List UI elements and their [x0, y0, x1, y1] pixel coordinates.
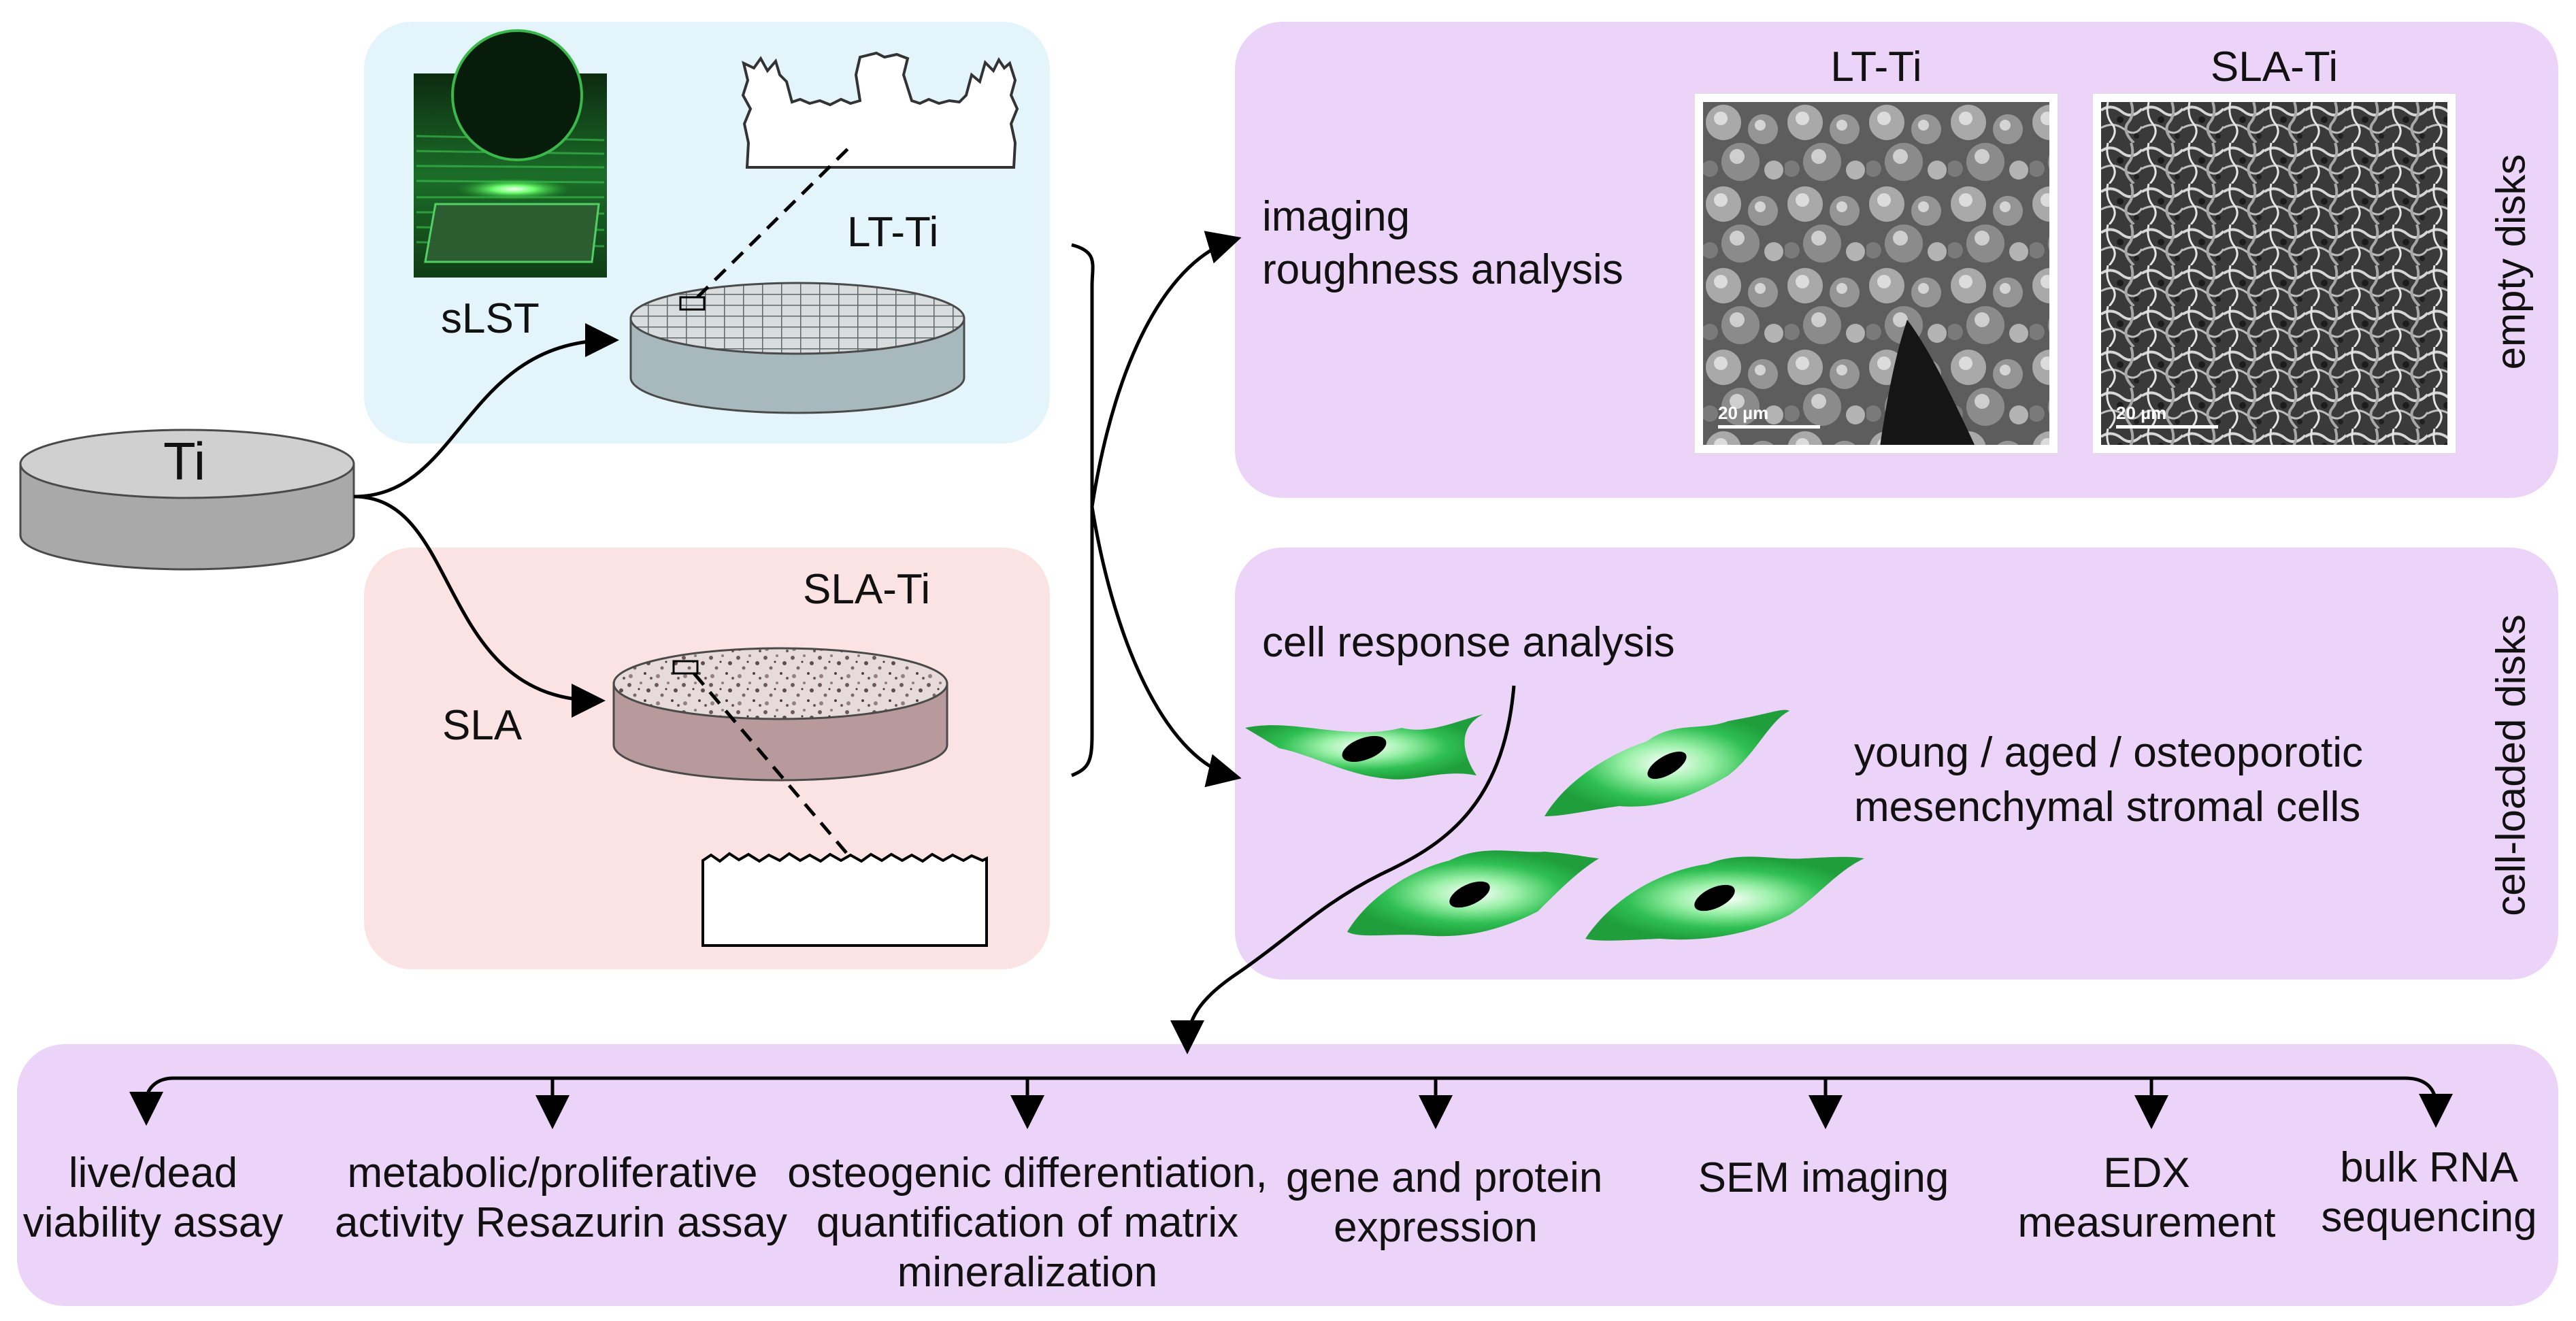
- laser-surface-profile: [741, 51, 1019, 169]
- slst-label: sLST: [441, 295, 540, 342]
- lt-ti-disk: [629, 282, 965, 414]
- imaging-text: imaging: [1262, 193, 1410, 240]
- cell-type-line1: young / aged / osteoporotic: [1854, 729, 2363, 776]
- mesenchymal-cell-2: [1545, 709, 1789, 816]
- ti-label: Ti: [163, 431, 206, 491]
- sla-surface-profile: [701, 852, 988, 947]
- sla-label: SLA: [442, 702, 523, 749]
- mesenchymal-cell-4: [1585, 856, 1864, 941]
- mesenchymal-cell-1: [1245, 714, 1483, 780]
- cell-type-line2: mesenchymal stromal cells: [1854, 784, 2361, 831]
- empty-disks-label: empty disks: [2488, 154, 2534, 370]
- cell-loaded-disks-label: cell-loaded disks: [2488, 614, 2534, 916]
- sla-ti-disk: [612, 647, 948, 782]
- ti-disk: [19, 429, 355, 571]
- laser-photo: [414, 29, 607, 278]
- sla-ti-label: SLA-Ti: [803, 566, 931, 613]
- sem-title-lt-ti: LT-Ti: [1830, 44, 1922, 90]
- scale-bar-lt-ti: 20 µm: [1718, 403, 1820, 429]
- sem-image-sla-ti: 20 µm: [2092, 93, 2456, 454]
- scale-bar-sla-ti: 20 µm: [2116, 403, 2218, 429]
- cell-response-heading: cell response analysis: [1262, 619, 1675, 666]
- lt-ti-label: LT-Ti: [847, 209, 939, 256]
- roughness-analysis-text: roughness analysis: [1262, 246, 1623, 293]
- assay-osteogenic: osteogenic differentiation,quantificatio…: [787, 1150, 1268, 1297]
- mesenchymal-cell-3: [1347, 850, 1599, 937]
- sem-title-sla-ti: SLA-Ti: [2210, 44, 2339, 90]
- sem-image-lt-ti: 20 µm: [1694, 93, 2058, 454]
- assay-sem-imaging: SEM imaging: [1698, 1154, 1949, 1201]
- assays-panel: [17, 1044, 2558, 1306]
